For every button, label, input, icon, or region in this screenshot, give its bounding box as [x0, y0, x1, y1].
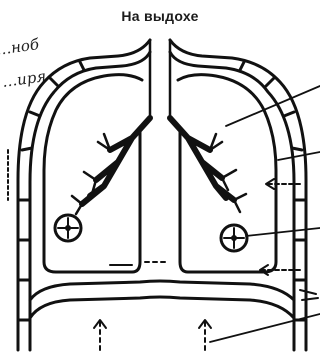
alveolus-left: [55, 215, 81, 241]
alveolus-right: [221, 225, 247, 251]
margin-scribble: [300, 290, 318, 300]
diaphragm: [30, 281, 294, 318]
chest-arrows: [8, 150, 300, 275]
right-lung: [178, 75, 276, 272]
chest-wall: [18, 40, 306, 350]
diaphragm-arrows: [94, 262, 211, 350]
trachea: [150, 40, 170, 118]
left-lung: [44, 75, 142, 272]
bronchial-tree: [72, 118, 246, 214]
